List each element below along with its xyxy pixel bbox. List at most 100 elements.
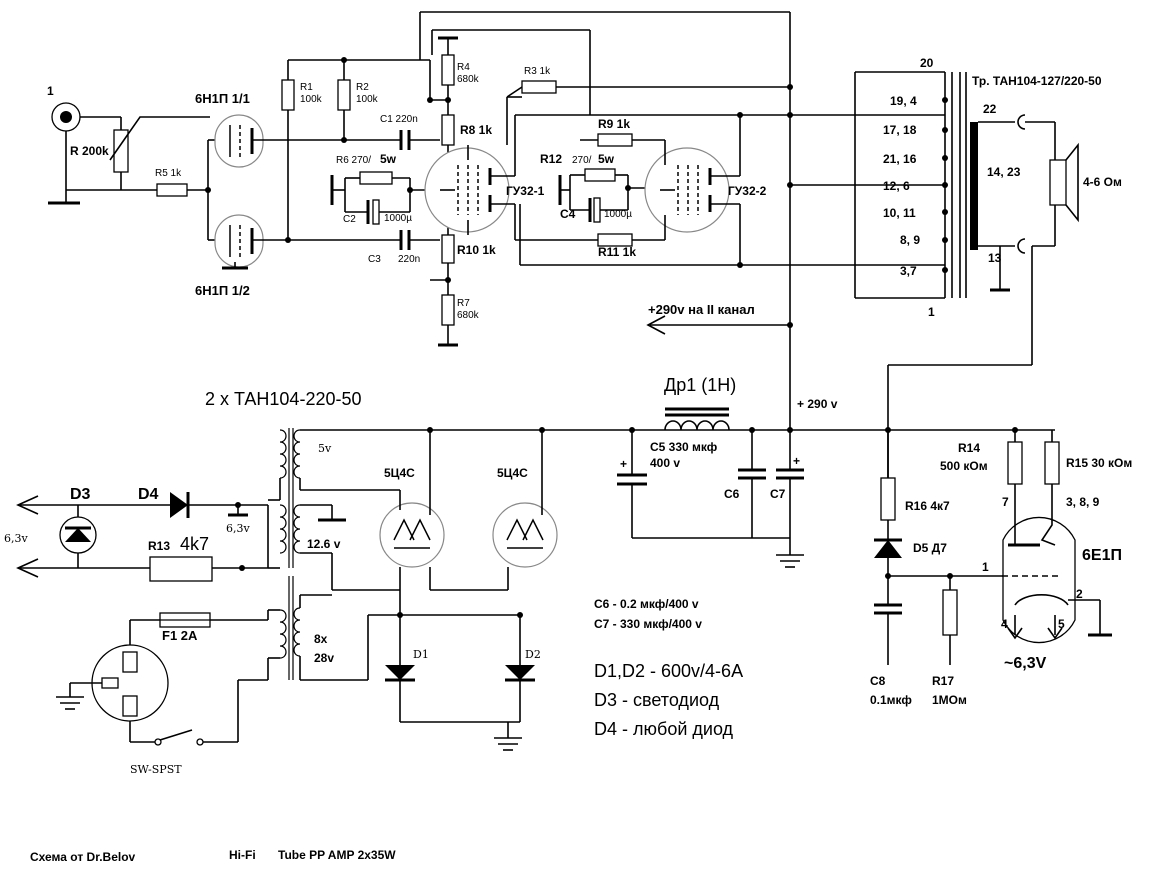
- choke-label: Др1 (1Н): [664, 375, 736, 395]
- r12-power: 5w: [598, 152, 615, 166]
- r7-label: R7: [457, 298, 470, 309]
- d4-note: D4 - любой диод: [594, 719, 734, 739]
- r16-label: R16 4к7: [905, 499, 950, 513]
- svg-text:+: +: [793, 454, 800, 468]
- r15-label: R15 30 кОм: [1066, 456, 1132, 470]
- ot-title: Тр. ТАН104-127/220-50: [972, 74, 1102, 88]
- r14-label: R14: [958, 441, 980, 455]
- ot-tap-10-11: 10, 11: [883, 206, 916, 220]
- rectifier-diodes: D1 D2: [385, 648, 541, 751]
- r8-label: R8 1k: [460, 123, 492, 137]
- title-hifi: Hi-Fi: [229, 848, 256, 862]
- v63-left: 6,3v: [4, 532, 28, 545]
- notes: C6 - 0.2 мкф/400 v C7 - 330 мкф/400 v D1…: [594, 597, 743, 739]
- led-section: 6,3v D3 D4 R13 4k7 6,3v: [4, 486, 268, 582]
- c4-label: C4: [560, 207, 576, 221]
- c7-label: C7: [770, 487, 786, 501]
- triode-v1a: 6Н1П 1/1: [195, 91, 288, 168]
- c2-label: C2: [343, 214, 356, 225]
- inter-stage: R3 1k R9 1k R12 270/ 5w C4 1000µ: [432, 29, 790, 268]
- r17-value: 1МОм: [932, 693, 967, 707]
- r5-resistor: [156, 183, 188, 197]
- r17-label: R17: [932, 674, 954, 688]
- k2-label: 5Ц4С: [497, 466, 528, 480]
- ot-tap-12-6: 12, 6: [883, 179, 910, 193]
- c1-c3: C1 220n C3 220n: [368, 60, 448, 265]
- ot-tap-3-7: 3,7: [900, 264, 917, 278]
- c2-value: 1000µ: [384, 213, 412, 224]
- c3-value: 220n: [398, 254, 420, 265]
- pot-label: R 200k: [70, 144, 109, 158]
- r13-resistor: [149, 556, 213, 582]
- speaker-icon: [1049, 159, 1067, 206]
- d12-note: D1,D2 - 600v/4-6A: [594, 661, 743, 681]
- ot-tap-13: 13: [988, 251, 1002, 265]
- tube-gu32-2: ГУ32-2: [644, 112, 767, 265]
- power-transformers: 2 x ТАН104-220-50 5v 12.6 v 8x 28v: [205, 389, 520, 681]
- hv-rail: Др1 (1Н) + 290 v: [300, 375, 1055, 433]
- v1b-label: 6Н1П 1/2: [195, 283, 250, 298]
- grid-resistors-1: R4 680k R8 1k R10 1k R7 680k: [430, 30, 496, 347]
- d3-note: D3 - светодиод: [594, 690, 720, 710]
- d4-label: D4: [138, 486, 159, 503]
- c8-value: 0.1мкф: [870, 693, 912, 707]
- tube-gu32-1: ГУ32-1: [424, 147, 545, 233]
- d5-label: D5 Д7: [913, 541, 947, 555]
- triode-v1b: 6Н1П 1/2: [195, 214, 288, 298]
- r9-label: R9 1k: [598, 117, 630, 131]
- r3-label: R3 1k: [524, 66, 551, 77]
- heater-label: ~6,3V: [1004, 655, 1047, 672]
- ot-tap-8-9: 8, 9: [900, 233, 920, 247]
- sw-label: SW-SPST: [130, 763, 182, 776]
- pin1-label: 1: [982, 560, 989, 574]
- r2-label: R2: [356, 82, 369, 93]
- footer: Схема от Dr.Belov Hi-Fi Tube PP AMP 2x35…: [30, 848, 396, 864]
- f1-label: F1 2A: [162, 628, 198, 643]
- r4-value: 680k: [457, 74, 480, 85]
- ot-tap-14-23: 14, 23: [987, 165, 1021, 179]
- indicator-6e1p: R14 500 кОм R15 30 кОм 7 3, 8, 9 1 2 4 5…: [940, 430, 1132, 672]
- c5-value: 400 v: [650, 456, 680, 470]
- plus290-label: + 290 v: [797, 397, 838, 411]
- r14-value: 500 кОм: [940, 459, 988, 473]
- r12-label: R12: [540, 152, 562, 166]
- ot-tap-21-16: 21, 16: [883, 152, 917, 166]
- c6-note: C6 - 0.2 мкф/400 v: [594, 597, 699, 611]
- ch2-label: +290v на II канал: [648, 302, 755, 317]
- pin2-label: 2: [1076, 587, 1083, 601]
- d2-label: D2: [525, 648, 541, 661]
- e1p-label: 6Е1П: [1082, 547, 1122, 564]
- ot-tap-20: 20: [920, 56, 934, 70]
- r2-value: 100k: [356, 94, 379, 105]
- c5-label: C5 330 мкф: [650, 440, 718, 454]
- ps-title: 2 x ТАН104-220-50: [205, 389, 362, 409]
- c1-label: C1 220n: [380, 114, 418, 125]
- r13-value: 4k7: [180, 534, 209, 554]
- r6-label: R6 270/: [336, 155, 371, 166]
- mains-section: F1 2A SW-SPST: [56, 610, 269, 776]
- v1a-label: 6Н1П 1/1: [195, 91, 250, 106]
- indicator-driver: R16 4к7 D5 Д7 C8 0.1мкф R17 1МОм: [870, 430, 967, 707]
- title-amp: Tube PP AMP 2x35W: [278, 848, 396, 862]
- v63-right: 6,3v: [226, 522, 250, 535]
- v126-label: 12.6 v: [307, 537, 341, 551]
- v5-label: 5v: [318, 442, 332, 455]
- input-number-label: 1: [47, 84, 54, 98]
- pin7-label: 7: [1002, 495, 1009, 509]
- r12-value: 270/: [572, 155, 592, 166]
- pin5-label: 5: [1058, 617, 1065, 631]
- r10-label: R10 1k: [457, 243, 496, 257]
- r1-label: R1: [300, 82, 313, 93]
- ot-tap-1: 1: [928, 305, 935, 319]
- c4-value: 1000µ: [604, 209, 632, 220]
- r5-label: R5 1k: [155, 168, 182, 179]
- output-transformer: 20 19, 4 17, 18 21, 16 12, 6 10, 11 8, 9…: [854, 56, 1122, 478]
- c8-label: C8: [870, 674, 886, 688]
- speaker-label: 4-6 Ом: [1083, 175, 1122, 189]
- c3-label: C3: [368, 254, 381, 265]
- k1-label: 5Ц4С: [384, 466, 415, 480]
- d3-label: D3: [70, 486, 91, 503]
- pin4-label: 4: [1001, 617, 1008, 631]
- d1-label: D1: [413, 648, 429, 661]
